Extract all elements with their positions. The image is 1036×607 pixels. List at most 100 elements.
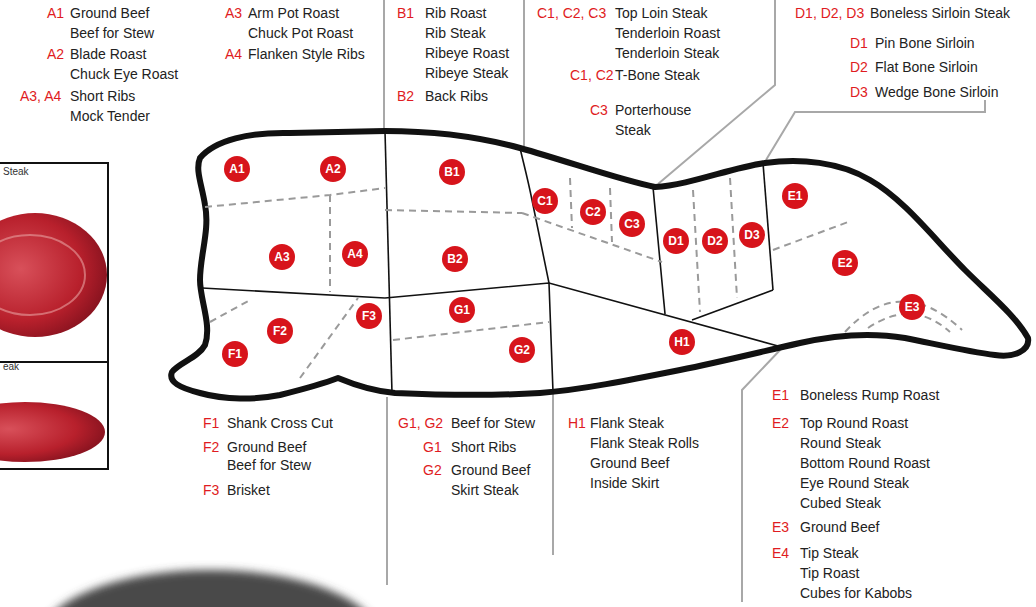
cut-marker: B1	[439, 159, 465, 185]
cut-name: Boneless Rump Roast	[800, 387, 939, 403]
leader-line	[742, 348, 782, 602]
callout-number: C2	[585, 205, 600, 219]
cut-marker: G1	[449, 297, 475, 323]
cut-line	[202, 288, 385, 298]
photo-caption: Steak	[3, 166, 29, 178]
subcut-line	[210, 300, 250, 322]
callout-number: A3, A4	[20, 88, 61, 104]
callout-number: G1	[423, 439, 442, 455]
callout-number: E3	[772, 519, 789, 535]
cut-name: Arm Pot Roast	[248, 5, 339, 21]
callout-number: D1	[850, 35, 868, 51]
cut-marker: E3	[899, 294, 925, 320]
callout-number: D2	[850, 59, 868, 75]
callout-number: A4	[347, 247, 362, 261]
cut-marker: F2	[267, 318, 293, 344]
callout-number: F3	[362, 309, 376, 323]
callout-number: E2	[838, 256, 853, 270]
cut-name: Beef for Stew	[70, 25, 154, 41]
subcut-line	[693, 190, 700, 312]
leader-line	[766, 100, 985, 160]
steak-marbling	[0, 235, 85, 315]
callout-number: E1	[788, 189, 803, 203]
leader-line	[552, 394, 554, 555]
cut-marker: A2	[320, 156, 346, 182]
cut-name: Brisket	[227, 482, 270, 498]
subcut-line	[205, 188, 385, 207]
cut-name: Steak	[615, 122, 651, 138]
cut-name: Top Loin Steak	[615, 5, 708, 21]
callout-number: G2	[423, 462, 442, 478]
subcut-lines	[205, 178, 962, 378]
cut-marker: D1	[663, 228, 689, 254]
cut-marker: F1	[222, 341, 248, 367]
cut-name: Ground Beef	[70, 5, 149, 21]
cut-marker: G2	[509, 337, 535, 363]
cut-name: Tip Roast	[800, 565, 859, 581]
cut-name: Ground Beef	[800, 519, 879, 535]
cut-name: Ground Beef	[590, 455, 669, 471]
cut-name: Beef for Stew	[227, 457, 311, 473]
cut-name: Cubes for Kabobs	[800, 585, 912, 601]
cow-outline	[171, 131, 1028, 399]
leader-line	[383, 0, 385, 128]
cut-name: Pin Bone Sirloin	[875, 35, 975, 51]
cut-name: Shank Cross Cut	[227, 415, 333, 431]
callout-number: E4	[772, 545, 789, 561]
cut-name: Flank Steak	[590, 415, 664, 431]
cut-marker: A4	[342, 241, 368, 267]
cut-marker: C2	[580, 199, 606, 225]
callout-number: C1, C2	[570, 67, 614, 83]
cut-name: Flanken Style Ribs	[248, 46, 365, 62]
leader-line	[386, 397, 388, 585]
callout-number: F1	[228, 347, 242, 361]
cut-name: Inside Skirt	[590, 475, 659, 491]
cut-line	[653, 187, 665, 314]
subcut-line	[385, 210, 522, 213]
callout-number: G1, G2	[398, 415, 443, 431]
callout-number: A3	[274, 250, 289, 264]
cut-name: Tenderloin Roast	[615, 25, 720, 41]
callout-number: F3	[203, 482, 219, 498]
cut-marker: C1	[532, 188, 558, 214]
cut-marker: H1	[669, 329, 695, 355]
callout-number: C1, C2, C3	[537, 5, 606, 21]
cut-name: Tip Steak	[800, 545, 859, 561]
callout-number: B1	[397, 5, 414, 21]
callout-number: H1	[674, 335, 689, 349]
callout-number: D3	[744, 228, 759, 242]
primal-lines	[202, 131, 778, 393]
cut-marker: A1	[224, 156, 250, 182]
callout-number: G2	[514, 343, 530, 357]
cut-marker: D3	[739, 222, 765, 248]
callout-number: F1	[203, 415, 219, 431]
cut-marker: C3	[619, 211, 645, 237]
cut-name: T-Bone Steak	[615, 67, 700, 83]
cut-name: Beef for Stew	[451, 415, 535, 431]
callout-number: B1	[444, 165, 459, 179]
cut-line	[763, 163, 773, 290]
callout-number: A2	[325, 162, 340, 176]
callout-number: C1	[537, 194, 552, 208]
callout-number: E3	[905, 300, 920, 314]
cut-name: Ground Beef	[451, 462, 530, 478]
cut-name: Bottom Round Roast	[800, 455, 930, 471]
leader-line	[523, 0, 525, 146]
callout-number: D1, D2, D3	[795, 5, 864, 21]
subcut-line	[329, 195, 331, 292]
callout-number: D2	[707, 234, 722, 248]
background-shape	[40, 570, 380, 607]
cut-name: Top Round Roast	[800, 415, 908, 431]
cut-line	[385, 131, 392, 393]
cut-name: Skirt Steak	[451, 482, 519, 498]
cut-name: Ribeye Steak	[425, 65, 508, 81]
callout-number: F2	[273, 324, 287, 338]
callout-number: A1	[229, 162, 244, 176]
callout-number: B2	[397, 88, 414, 104]
cut-name: Flank Steak Rolls	[590, 435, 699, 451]
subcut-line	[300, 298, 358, 378]
cut-name: Chuck Pot Roast	[248, 25, 353, 41]
subcut-line	[773, 222, 848, 250]
callout-number: E2	[772, 415, 789, 431]
